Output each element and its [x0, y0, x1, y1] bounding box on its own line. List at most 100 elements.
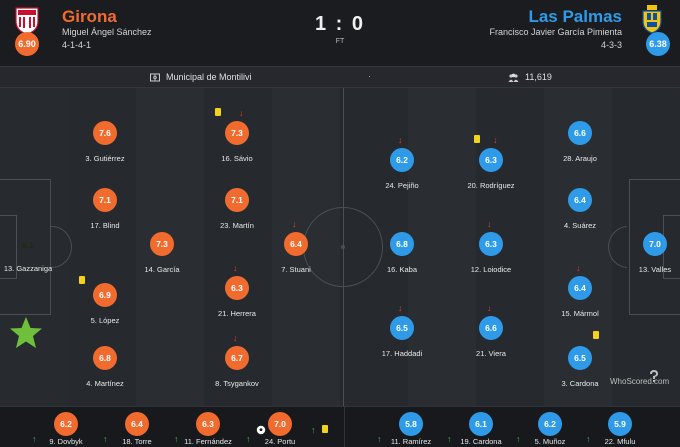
player-rating: 6.3: [479, 148, 503, 172]
player-rating: 6.6: [479, 316, 503, 340]
player-rating: 5.9: [608, 412, 632, 436]
away-player[interactable]: 6.6 28. Araujo: [540, 121, 620, 181]
venue: Municipal de Montilivi: [150, 72, 252, 82]
player-rating: 7.6: [93, 121, 117, 145]
subbed-off-icon: ↓: [487, 303, 492, 313]
player-rating: 6.2: [390, 148, 414, 172]
home-team-name[interactable]: Girona: [62, 7, 117, 26]
player-name: 12. Loiodice: [470, 265, 512, 274]
player-name: 18. Torre: [122, 437, 152, 446]
player-rating: 6.6: [568, 121, 592, 145]
player-rating: 5.8: [399, 412, 423, 436]
match-status: FT: [335, 38, 345, 45]
player-rating: 7.3: [225, 121, 249, 145]
player-rating: 6.2: [538, 412, 562, 436]
whoscored-watermark: WhoScored.com: [610, 377, 670, 386]
player-name: 28. Araujo: [563, 154, 597, 163]
match-info-bar: Municipal de Montilivi · 11,619: [0, 66, 680, 88]
bench-divider: [344, 406, 345, 447]
player-name: 19. Cardona: [460, 437, 502, 446]
player-name: 15. Mármol: [561, 309, 599, 318]
subbed-on-icon: ↑: [103, 434, 108, 444]
pitch: 8.1 13. Gazzaniga 7.6 3. Gutiérrez 7.1 17. Bl…: [0, 88, 680, 406]
away-team-name[interactable]: Las Palmas: [528, 7, 622, 26]
player-rating: 6.3: [479, 232, 503, 256]
man-of-the-match-star-icon: [10, 317, 42, 348]
yellow-card-icon: [474, 135, 480, 143]
player-name: 16. Sávio: [221, 154, 253, 163]
player-name: 3. Gutiérrez: [85, 154, 125, 163]
player-name: 8. Tsygankov: [215, 379, 259, 388]
info-separator: ·: [368, 71, 371, 81]
goal-ball-icon: [256, 425, 266, 435]
player-rating: 8.1: [22, 240, 34, 250]
player-name: 24. Portu: [264, 437, 296, 446]
player-rating: 6.1: [469, 412, 493, 436]
player-rating: 7.1: [93, 188, 117, 212]
player-name: 5. Muñoz: [534, 437, 566, 446]
whoscored-logo-icon: [650, 370, 658, 382]
attendance: 11,619: [508, 72, 552, 82]
home-coach: Miguel Ángel Sánchez: [62, 27, 152, 37]
home-player[interactable]: 7.6 3. Gutiérrez: [65, 121, 145, 181]
player-rating: 7.3: [150, 232, 174, 256]
home-player[interactable]: 7.1 17. Blind: [65, 188, 145, 248]
subbed-off-icon: ↓: [398, 135, 403, 145]
player-name: 7. Stuani: [281, 265, 311, 274]
player-rating: 6.4: [284, 232, 308, 256]
away-player[interactable]: 6.2 24. Pejiño ↓: [362, 136, 442, 208]
player-rating: 6.4: [568, 188, 592, 212]
las-palmas-crest-icon: [642, 5, 662, 34]
player-name: 11. Ramírez: [390, 437, 432, 446]
player-name: 5. López: [90, 316, 120, 325]
player-name: 24. Pejiño: [385, 181, 419, 190]
subbed-off-icon: ↓: [576, 263, 581, 273]
player-rating: 6.2: [54, 412, 78, 436]
home-player[interactable]: 7.3 16. Sávio ↓: [197, 108, 277, 181]
player-name: 9. Dovbyk: [49, 437, 83, 446]
stadium-icon: [150, 73, 160, 81]
home-player[interactable]: 8.1 13. Gazzaniga: [0, 231, 68, 291]
subbed-off-icon: ↓: [233, 333, 238, 343]
player-name: 4. Martínez: [86, 379, 124, 388]
player-name: 16. Kaba: [386, 265, 418, 274]
player-name: 23. Martín: [220, 221, 254, 230]
player-name: 13. Gazzaniga: [3, 264, 53, 273]
subbed-on-icon: ↑: [174, 434, 179, 444]
match-header: 6.90 Girona Miguel Ángel Sánchez 4-1-4-1…: [0, 0, 680, 66]
yellow-card-icon: [79, 276, 85, 284]
player-name: 20. Rodríguez: [467, 181, 515, 190]
subbed-on-icon: ↑: [246, 434, 251, 444]
pitch-stripe: [408, 88, 476, 406]
subbed-off-icon: ↓: [239, 108, 244, 118]
away-penalty-box: [629, 179, 680, 315]
player-name: 17. Blind: [90, 221, 120, 230]
home-penalty-box: [0, 179, 51, 315]
home-formation: 4-1-4-1: [62, 40, 92, 50]
